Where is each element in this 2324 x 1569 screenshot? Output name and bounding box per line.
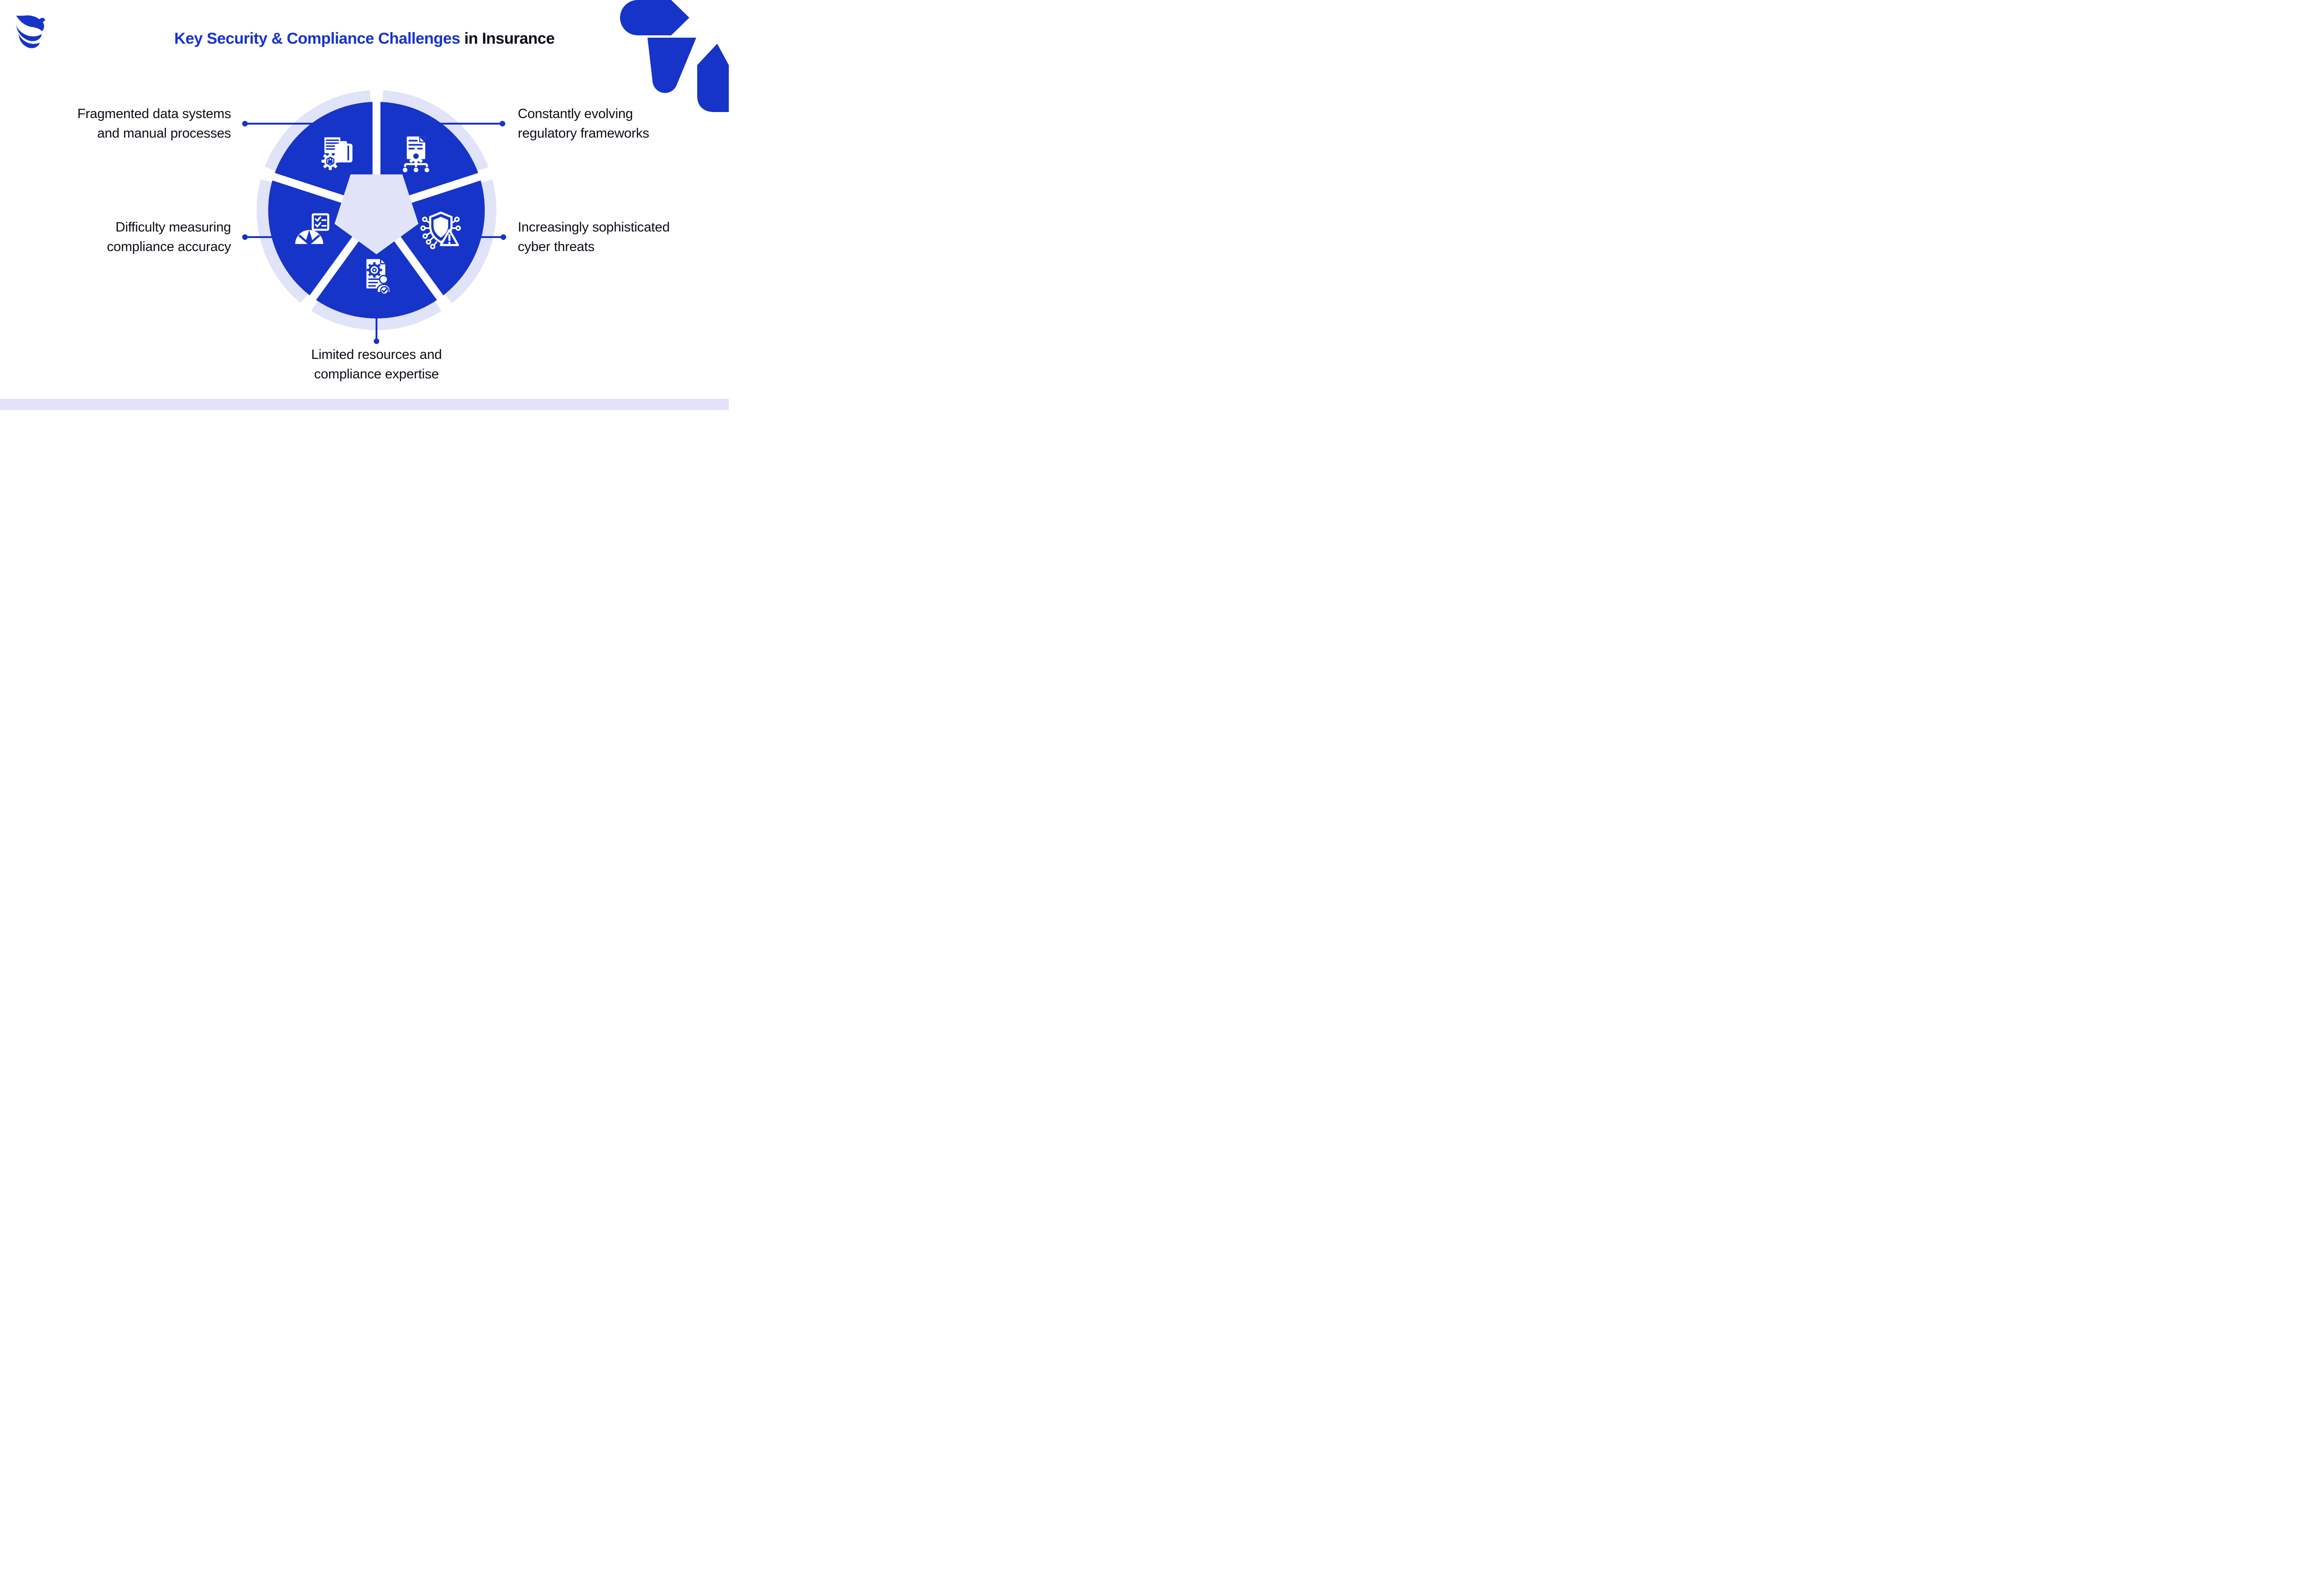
bottom-accent-strip — [0, 399, 729, 410]
connector-right — [465, 236, 503, 238]
page-title-rest: in Insurance — [460, 30, 555, 47]
petal-bottom — [697, 44, 729, 112]
label-line: cyber threats — [518, 239, 595, 254]
document-gear-hierarchy-icon — [403, 136, 429, 172]
connector-left — [247, 236, 289, 238]
connector-dot-top-right — [500, 121, 505, 126]
petal-top — [620, 0, 689, 35]
label-line: compliance expertise — [314, 367, 439, 382]
eagle-logo — [16, 15, 46, 48]
page-title-highlight: Key Security & Compliance Challenges — [174, 30, 460, 47]
label-line: regulatory frameworks — [518, 126, 649, 141]
gauge-checklist-icon — [295, 213, 330, 245]
connector-dot-bottom — [374, 338, 379, 344]
challenge-label-top-right: Constantly evolving regulatory framework… — [518, 104, 704, 143]
challenges-wheel — [257, 90, 496, 330]
infographic-page: Key Security & Compliance Challenges in … — [0, 0, 729, 410]
folder-gear-lock-icon — [321, 137, 353, 170]
shield-circuit-warning-icon — [420, 211, 461, 250]
connector-dot-left — [242, 234, 248, 240]
label-line: Constantly evolving — [518, 106, 633, 121]
connector-top-right — [437, 123, 502, 125]
challenge-label-right: Increasingly sophisticated cyber threats — [518, 218, 713, 257]
petal-shapes-decoration — [620, 0, 729, 112]
label-line: Limited resources and — [311, 347, 442, 362]
challenge-label-top-left: Fragmented data systems and manual proce… — [67, 104, 231, 143]
connector-dot-right — [501, 234, 506, 240]
label-line: Increasingly sophisticated — [518, 220, 670, 235]
connector-dot-top-left — [242, 121, 248, 126]
petal-middle — [647, 38, 696, 93]
label-line: and manual processes — [97, 126, 231, 141]
label-line: Difficulty measuring — [115, 220, 231, 235]
label-line: Fragmented data systems — [77, 106, 231, 121]
document-gear-person-check-icon — [366, 259, 391, 295]
challenge-label-left: Difficulty measuring compliance accuracy — [67, 218, 231, 257]
wheel-center — [334, 174, 419, 254]
connector-top-left — [247, 123, 317, 125]
connector-bottom — [376, 298, 377, 341]
challenge-label-bottom: Limited resources and compliance experti… — [284, 345, 469, 384]
page-title: Key Security & Compliance Challenges in … — [0, 30, 729, 48]
label-line: compliance accuracy — [107, 239, 231, 254]
